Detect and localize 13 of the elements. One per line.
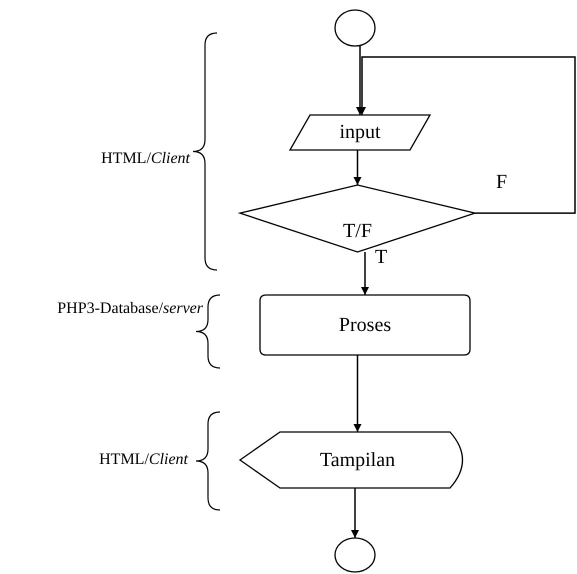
layer-label: PHP3-Database/server (56, 300, 203, 318)
node-label: input (339, 121, 381, 144)
node-label: Proses (338, 314, 392, 336)
node-label: Tampilan (320, 448, 396, 472)
arrow (354, 150, 362, 185)
arrow (351, 488, 359, 538)
node-label: T/F (343, 220, 372, 243)
arrow (354, 355, 362, 432)
layer-label: HTML/Client (98, 451, 188, 469)
arrow (358, 56, 576, 214)
arrow (361, 252, 369, 295)
arrow (356, 46, 364, 115)
layer-label: HTML/Client (100, 150, 190, 168)
